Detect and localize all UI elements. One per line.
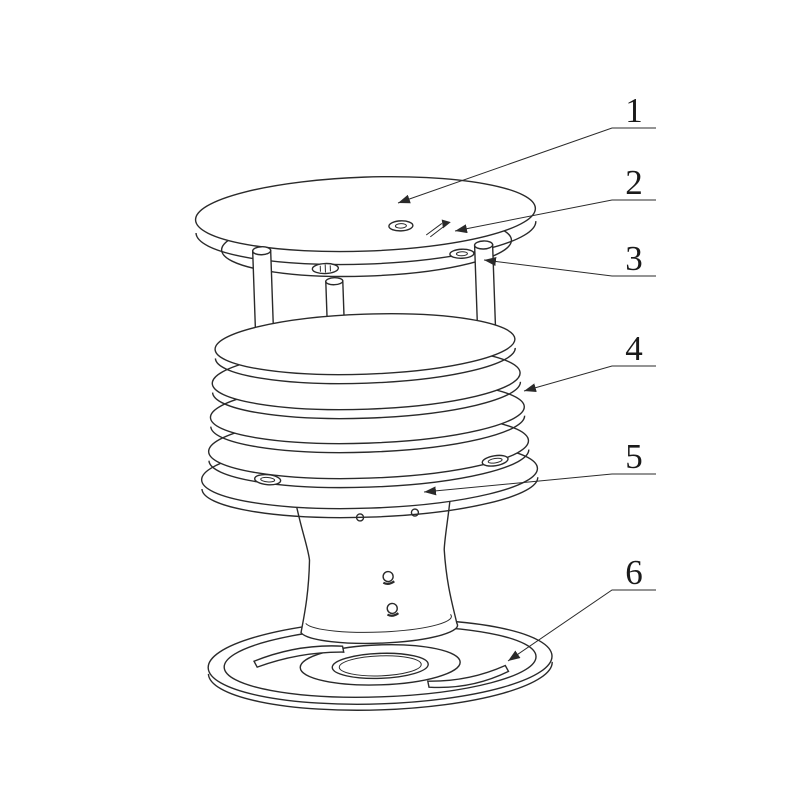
cap-mount-hole-inner	[455, 251, 468, 257]
post-right-top	[473, 240, 494, 250]
louver-slot-right-inner	[487, 457, 503, 464]
post-left-top	[251, 246, 272, 256]
top-cap	[194, 175, 537, 278]
cone-screw	[382, 570, 394, 583]
callout-2: 2	[454, 163, 656, 234]
callout-5-label: 5	[625, 437, 643, 476]
base-plate	[207, 618, 553, 711]
base-plate-slot-right	[426, 664, 510, 689]
callout-5-leader	[423, 473, 656, 496]
bottom-plate-slots	[254, 454, 509, 486]
base-plate-rim	[207, 661, 553, 711]
cone-bottom-flange	[305, 614, 452, 633]
callout-3-label: 3	[625, 239, 643, 278]
louver-slot-left	[254, 473, 282, 486]
callout-4: 4	[523, 329, 656, 393]
callouts: 1 2 3 4 5 6	[397, 91, 656, 662]
callout-2-leader	[454, 199, 656, 234]
callout-5: 5	[423, 437, 656, 496]
base-plate-slot-left	[253, 645, 345, 669]
louver-slot-left-inner	[260, 476, 276, 483]
louver-stack	[200, 313, 539, 519]
louver-plate-1	[214, 313, 516, 376]
callout-6-leader	[507, 589, 656, 662]
cap-mount-hole	[449, 248, 475, 259]
callout-6: 6	[507, 553, 656, 662]
louver-slot-right	[481, 454, 509, 467]
louver-plate-1-rim	[214, 347, 516, 385]
callout-2-label: 2	[625, 163, 643, 202]
cone-screw-shadow	[382, 580, 395, 585]
cap-screw-head	[441, 219, 451, 229]
louver-plate-3-rim	[210, 415, 526, 454]
cone-screw	[386, 602, 398, 615]
callout-6-label: 6	[625, 553, 643, 592]
base-plate-center-hole	[331, 652, 429, 680]
cap-rim	[195, 221, 537, 266]
callout-1-label: 1	[625, 91, 643, 130]
callout-3: 3	[483, 239, 656, 278]
louver-plate-2-rim	[211, 381, 522, 420]
cap-screw-shank	[425, 223, 445, 238]
cap-vent-hatch	[319, 264, 331, 273]
device-assembly	[194, 175, 553, 711]
base-plate-center-hole-inner	[338, 655, 422, 677]
callout-1: 1	[397, 91, 656, 204]
post-middle-top	[325, 277, 344, 286]
callout-3-leader	[483, 257, 656, 277]
louver-plate-4-rim	[208, 449, 530, 489]
cap-screw-boss-inner	[394, 223, 407, 229]
cap-top-face	[194, 175, 537, 253]
callout-4-label: 4	[625, 329, 643, 368]
cap-fittings	[311, 219, 475, 275]
callout-1-leader	[397, 127, 656, 204]
cone-screw-shadow	[386, 612, 400, 617]
louver-plate-5-rim	[201, 477, 539, 519]
post-right	[473, 243, 497, 333]
cap-screw-boss	[388, 220, 414, 232]
callout-4-leader	[523, 365, 656, 393]
